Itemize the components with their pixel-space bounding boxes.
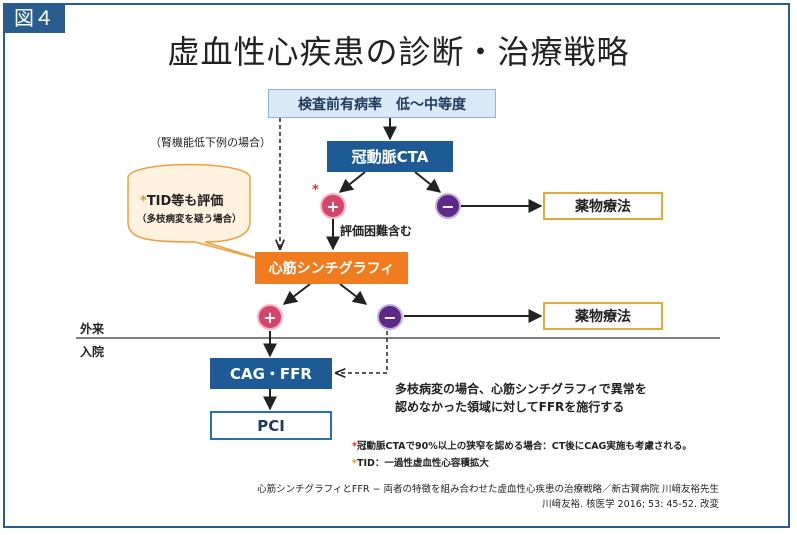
- source-line2: 川﨑友裕. 核医学 2016; 53: 45-52. 改変: [542, 499, 719, 510]
- footnote-cta-asterisk: *: [352, 441, 357, 452]
- bubble-asterisk: *: [140, 194, 147, 209]
- figure-title: 虚血性心疾患の診断・治療戦略: [167, 33, 630, 71]
- arrow-scinti-minus: [339, 283, 368, 305]
- arrow-scinti-plus: [282, 283, 311, 305]
- minus-circle-cta: −: [435, 193, 461, 219]
- difficult-label: 評価困難含む: [340, 224, 413, 238]
- multivessel-note-line2: 認めなかった領域に対してFFRを施行する: [395, 400, 625, 414]
- cta-box: 冠動脈CTA: [327, 141, 453, 172]
- asterisk-mark: *: [312, 183, 319, 198]
- footnote-tid-asterisk: *: [352, 458, 357, 469]
- footnote-tid-text: TID：一過性虚血性心容積拡大: [356, 458, 489, 469]
- pci-box: PCI: [210, 411, 332, 440]
- bubble-title: *TID等も評価: [140, 190, 223, 209]
- pretest-box: 検査前有病率 低〜中等度: [268, 89, 496, 118]
- arrow-cta-minus: [414, 171, 442, 193]
- footnote-cta: *冠動脈CTAで90%以上の狭窄を認める場合：CT後にCAG実施も考慮される。: [352, 438, 692, 452]
- plus-circle-scinti: +: [257, 304, 283, 330]
- bubble-title-text: TID等も評価: [146, 194, 224, 209]
- minus-circle-scinti: −: [377, 304, 403, 330]
- drug-therapy-box-1: 薬物療法: [543, 192, 663, 220]
- figure-tag: 図４: [3, 3, 65, 33]
- source-line1: 心筋シンチグラフィとFFR − 両者の特徴を組み合わせた虚血性心疾患の治療戦略／…: [257, 484, 719, 495]
- figure-frame: [3, 3, 790, 528]
- outpatient-label: 外来: [80, 322, 105, 336]
- drug-therapy-box-2: 薬物療法: [543, 302, 663, 330]
- footnote-cta-text: 冠動脈CTAで90%以上の狭窄を認める場合：CT後にCAG実施も考慮される。: [356, 441, 692, 452]
- bubble-shape: [127, 163, 271, 263]
- footnote-tid: *TID：一過性虚血性心容積拡大: [352, 455, 489, 469]
- bubble-subtitle: （多枝病変を疑う場合）: [137, 214, 242, 225]
- cag-ffr-box: CAG・FFR: [210, 358, 332, 389]
- scinti-box: 心筋シンチグラフィ: [255, 252, 408, 284]
- arrow-minus2-cag-dashed: [336, 331, 388, 373]
- inpatient-label: 入院: [80, 345, 105, 359]
- plus-circle-cta: +: [320, 193, 346, 219]
- renal-label: （腎機能低下例の場合）: [150, 136, 271, 149]
- arrow-cta-plus: [338, 171, 366, 193]
- multivessel-note-line1: 多枝病変の場合、心筋シンチグラフィで異常を: [395, 382, 647, 396]
